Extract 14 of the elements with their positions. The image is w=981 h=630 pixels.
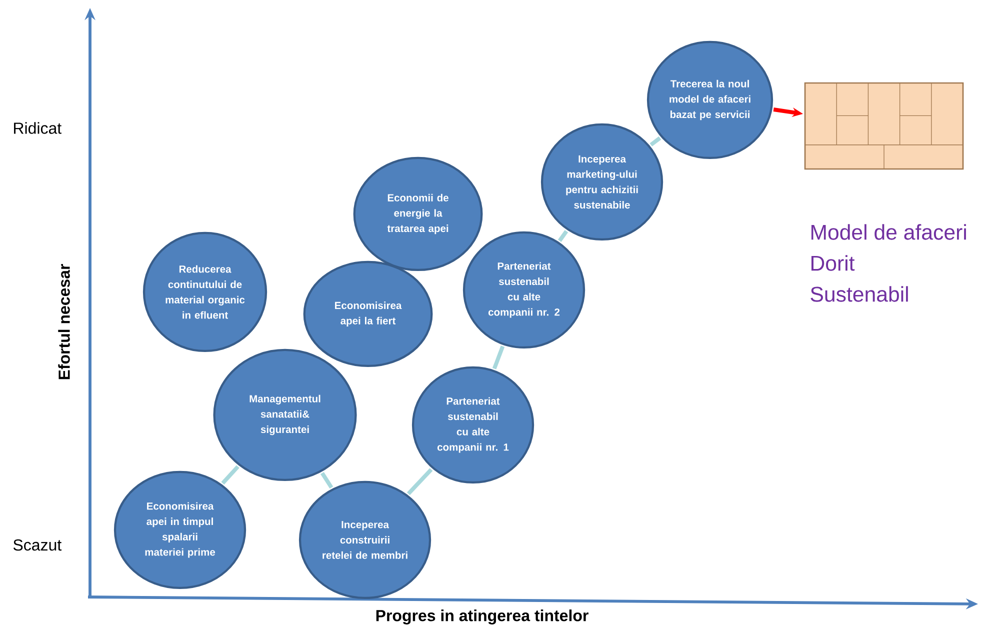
business-model-canvas-drawing [804,82,964,170]
connector-line [558,230,568,242]
axis-title: Progres in atingerea tintelor [376,610,588,624]
connector-line [406,468,433,496]
axis-label: Ridicat [14,122,62,134]
caption-text: Dorit [811,255,855,271]
axis-label: Scazut [13,539,62,551]
caption-text: Model de afaceri [811,224,966,240]
connector-line [650,136,662,146]
caption-text: Sustenabil [810,286,908,302]
connector-line [492,346,505,370]
axis-title: Efortul necesar [58,264,70,380]
connector-line [320,472,334,489]
connector-line [221,465,240,485]
